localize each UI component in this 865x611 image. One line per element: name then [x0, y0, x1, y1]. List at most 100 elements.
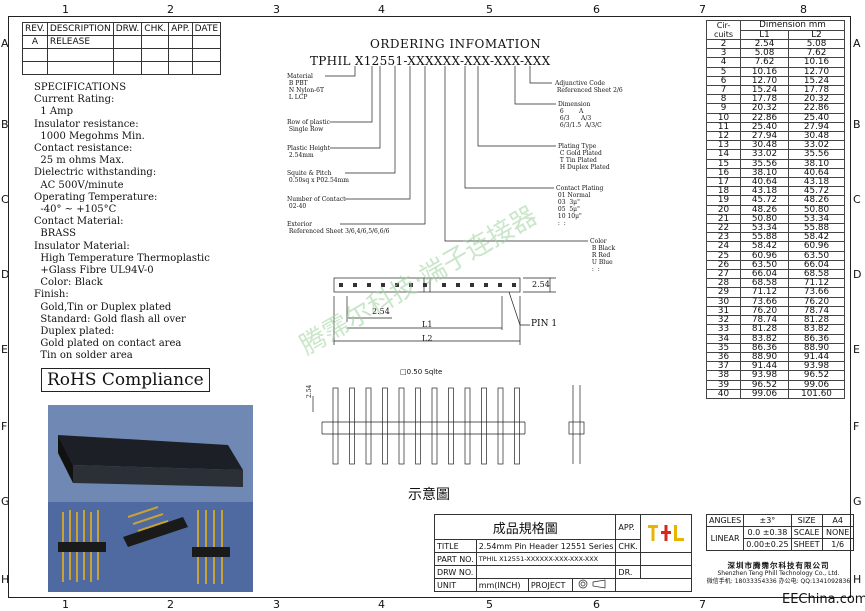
l2-cell: 22.86 [788, 103, 845, 114]
pin-hole [498, 283, 502, 287]
l1-cell: 58.42 [740, 241, 789, 252]
spec-line: 1 Amp [34, 106, 74, 118]
site-watermark: EEChina.com [782, 592, 865, 607]
row-label: A [853, 37, 861, 50]
spec-line: Insulator resistance: [34, 118, 139, 130]
spec-line: Contact Material: [34, 216, 124, 228]
l2-cell: 60.96 [788, 241, 845, 252]
row-label: D [1, 268, 10, 281]
dim-2-54-bottom: 2.54 [372, 307, 390, 316]
linear-value-2: 0.00±0.25 [743, 538, 792, 551]
title-block-row: TITLE 2.54mm Pin Header 12551 Series CHK… [434, 539, 692, 553]
sheet-value: 1/6 [821, 538, 854, 551]
angles-value: ±3° [743, 514, 792, 527]
l2-cell: 35.56 [788, 149, 845, 160]
dimension-option: Dimension 6 A 6/3 A/3 6/3/1.5 A/3/C [558, 101, 602, 129]
row-label: C [853, 193, 861, 206]
title-block-row: PART NO. TPHIL X12551-XXXXXX-XXX-XXX-XXX [434, 552, 693, 566]
tolerance-block: ANGLES ±3° SIZE A4 LINEAR 0.0 ±0.38 SCAL… [705, 514, 854, 551]
col-label: 3 [273, 598, 280, 611]
drwno-label: DRW NO. [434, 565, 477, 579]
pin-hole [409, 283, 413, 287]
l2-cell: 101.60 [788, 388, 845, 399]
linear-label: LINEAR [705, 526, 745, 551]
pin-hole [512, 283, 516, 287]
col-label: 4 [378, 598, 385, 611]
partno-label: PART NO. [434, 552, 477, 566]
l1-cell: 7.62 [740, 57, 789, 68]
squite-pitch-option: Squite & Pitch 0.50sq x P02.54mm [287, 170, 349, 184]
pin-hole [442, 283, 446, 287]
circuits-cell: 19 [706, 195, 741, 206]
circuits-header: Cir- cuits [706, 20, 741, 40]
tolerance-row: ANGLES ±3° SIZE A4 [705, 514, 854, 527]
l1-cell: 60.96 [740, 250, 789, 261]
l2-cell: 50.80 [788, 204, 845, 215]
row-label: F [853, 420, 860, 433]
col-label: 5 [486, 598, 493, 611]
spec-line: High Temperature Thermoplastic [34, 252, 210, 264]
l1-cell: 73.66 [740, 296, 789, 307]
dim-2-54-right: 2.54 [532, 280, 550, 289]
color-option: Color B Black R Red U Blue : : [590, 238, 616, 273]
ordering-title: ORDERING INFOMATION [370, 37, 542, 51]
l1-cell: 99.06 [740, 388, 789, 399]
spec-line: 1000 Megohms Min. [34, 130, 145, 142]
plastic-height-option: Plastic Height 2.54mm [287, 145, 331, 159]
unit-value: mm(INCH) [475, 578, 529, 592]
l2-cell: 63.50 [788, 250, 845, 261]
adjunctive-code-option: Adjunctive Code Referenced Sheet 2/6 [555, 80, 623, 94]
col-label: 5 [486, 3, 493, 16]
l2-cell: 76.20 [788, 296, 845, 307]
circuits-cell: 24 [706, 241, 741, 252]
scale-label: SCALE [790, 526, 823, 539]
title-block: 成品規格圖 APP. TITLE 2.54mm Pin Header 12551… [433, 514, 693, 592]
company-contact: 微信手机: 18033354336 办公电: QQ:1341092836 [706, 578, 851, 585]
l1-cell: 33.02 [740, 149, 789, 160]
number-of-contact-option: Number of Contact 02-40 [287, 196, 346, 210]
col-label: 2 [167, 3, 174, 16]
chk-value [615, 552, 642, 566]
pin-hole [484, 283, 488, 287]
pin-size-note: □0.50 Sqlte [400, 368, 443, 376]
tolerance-row: 0.00±0.25 SHEET 1/6 [707, 538, 854, 551]
spec-line: 25 m ohms Max. [34, 155, 125, 167]
pin-hole [381, 283, 385, 287]
row-of-plastic-option: Row of plastic Single Row [287, 119, 331, 133]
plating-type-option: Plating Type C Gold Plated T Tin Plated … [558, 143, 610, 171]
dr-label: DR. [615, 565, 642, 579]
exterior-option: Exterior Referenced Sheet 3/6,4/6,5/6,6/… [287, 221, 390, 235]
spec-line: Current Rating: [34, 94, 115, 106]
circuits-cell: 9 [706, 103, 741, 114]
side-pin [514, 387, 520, 465]
l2-cell: 73.66 [788, 287, 845, 298]
drawing-caption: 示意圖 [408, 487, 450, 503]
row-label: F [1, 420, 8, 433]
row-label: G [853, 495, 862, 508]
circuits-cell: 15 [706, 158, 741, 169]
row-label: G [1, 495, 10, 508]
pin1-label: PIN 1 [531, 319, 558, 329]
row-label: E [853, 343, 860, 356]
pin-hole [470, 283, 474, 287]
size-value: A4 [821, 514, 854, 527]
circuits-cell: 5 [706, 66, 741, 77]
title-block-row: UNIT mm(INCH) PROJECT [434, 578, 693, 592]
sheet-frame [8, 16, 851, 598]
col-label: 6 [593, 3, 600, 16]
l2-cell: 86.36 [788, 333, 845, 344]
projection-symbol-icon [571, 578, 617, 592]
row-label: C [1, 193, 9, 206]
side-pin [398, 387, 405, 465]
circuits-cell: 4 [706, 57, 741, 68]
spec-line: Dielectric withstanding: [34, 167, 157, 179]
